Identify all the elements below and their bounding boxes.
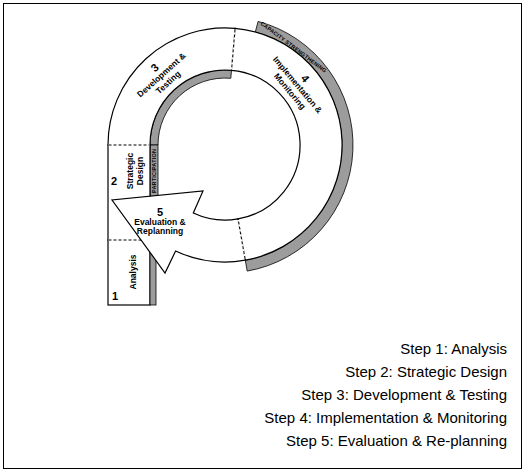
step-name: Analysis [129,242,139,302]
step-name: Evaluation & Replanning [131,218,189,237]
process-segment: 4Implementation & Monitoring [260,43,335,124]
process-segment: 2 Strategic Design [108,145,150,198]
step-legend-line: Step 4: Implementation & Monitoring [264,406,507,429]
segment-4 [232,28,343,260]
step-number: 1 [112,290,118,302]
segment-1 [108,240,150,305]
participation-rim [150,145,158,199]
step-name: Strategic Design [126,145,145,197]
process-segment: 5Evaluation & Replanning [131,206,189,237]
step-legend-line: Step 1: Analysis [264,337,507,360]
step-list: Step 1: AnalysisStep 2: Strategic Design… [264,337,507,452]
step-name: Development & Testing [131,47,199,111]
segment-3 [108,28,235,145]
step-legend-line: Step 5: Evaluation & Re-planning [264,429,507,452]
step-legend-line: Step 3: Development & Testing [264,383,507,406]
segment-dividers [109,30,246,260]
rim-label: CAPACITY STRENGTHENING [260,20,328,74]
process-segment: 3Development & Testing [123,38,199,111]
step-number: 5 [131,206,189,218]
step-legend-line: Step 2: Strategic Design [264,360,507,383]
process-segment: 1 Analysis [108,240,150,305]
rim-label: PARTICIPATION [151,149,157,193]
step-number: 2 [111,175,117,187]
